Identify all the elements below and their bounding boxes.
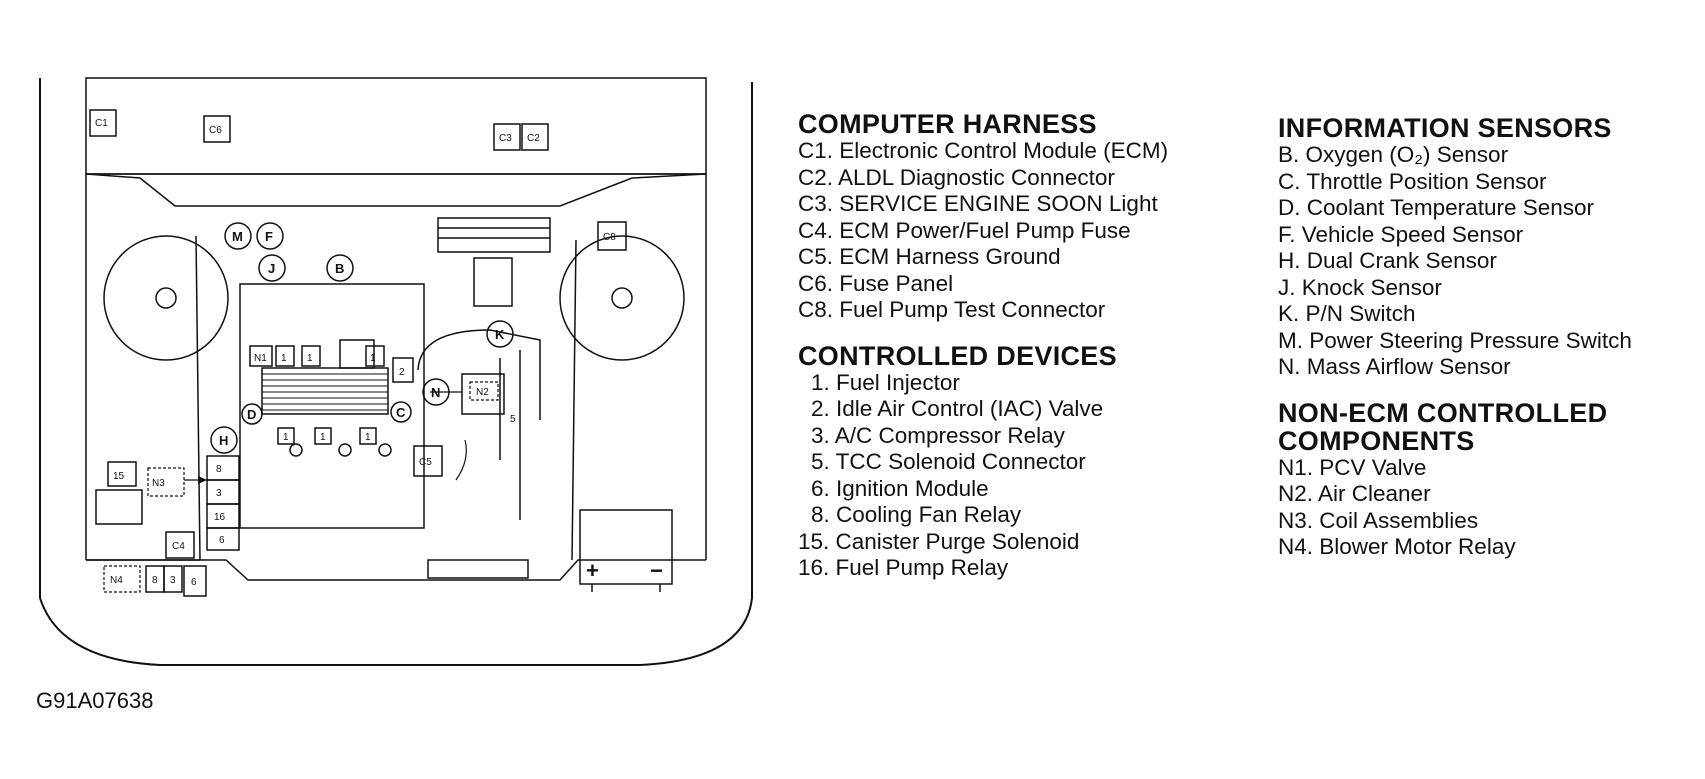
information-sensors-heading: INFORMATION SENSORS	[1278, 113, 1612, 143]
vehicle-body-outline	[39, 78, 753, 666]
battery	[579, 509, 673, 585]
intake-manifold	[261, 367, 389, 415]
non-ecm-heading-line2: COMPONENTS	[1278, 425, 1475, 456]
list-item: N1. PCV Valve	[1278, 454, 1427, 480]
front-support	[86, 559, 706, 581]
label-c8: C8	[603, 232, 616, 243]
list-item: 6. Ignition Module	[811, 475, 989, 501]
list-item: B. Oxygen (O₂) Sensor	[1278, 142, 1509, 167]
list-item: C6. Fuse Panel	[798, 270, 954, 296]
label-r3b: 3	[170, 575, 176, 586]
label-c2: C2	[527, 133, 540, 144]
label-1c: 1	[370, 353, 376, 364]
intake-grid	[262, 373, 388, 411]
list-item: N. Mass Airflow Sensor	[1278, 354, 1511, 379]
label-c5: C5	[419, 457, 432, 468]
label-m: M	[232, 229, 243, 244]
label-r3: 3	[216, 488, 222, 499]
label-n2: N2	[476, 387, 489, 398]
battery-plus: +	[586, 558, 599, 583]
label-r8b: 8	[152, 575, 158, 586]
label-c6: C6	[209, 125, 222, 136]
right-wheel	[559, 235, 685, 361]
left-wheel	[103, 235, 229, 361]
list-item: D. Coolant Temperature Sensor	[1278, 195, 1594, 220]
label-1a: 1	[281, 353, 287, 364]
legend-right-column: INFORMATION SENSORS B. Oxygen (O₂) Senso…	[1278, 114, 1632, 579]
list-item: N2. Air Cleaner	[1278, 481, 1431, 506]
legend-left-column: COMPUTER HARNESS C1. Electronic Control …	[798, 110, 1168, 600]
list-item: K. P/N Switch	[1278, 301, 1416, 326]
figure-id: G91A07638	[36, 688, 154, 713]
label-r6: 6	[219, 535, 225, 546]
list-item: C8. Fuel Pump Test Connector	[798, 297, 1106, 322]
list-item: F. Vehicle Speed Sensor	[1278, 221, 1524, 247]
list-item: C2. ALDL Diagnostic Connector	[798, 164, 1115, 190]
list-item: C1. Electronic Control Module (ECM)	[798, 138, 1169, 163]
label-c1: C1	[95, 118, 108, 129]
engine-block	[239, 283, 425, 529]
label-c4: C4	[172, 541, 185, 552]
label-1d: 1	[283, 432, 289, 443]
label-h: H	[219, 433, 228, 448]
list-item: J. Knock Sensor	[1278, 274, 1442, 300]
list-item: C4. ECM Power/Fuel Pump Fuse	[798, 217, 1131, 243]
information-sensors-section: INFORMATION SENSORS B. Oxygen (O₂) Senso…	[1278, 114, 1632, 381]
list-item: 2. Idle Air Control (IAC) Valve	[811, 396, 1104, 421]
engine-compartment-diagram: C1 C6 C3 C2 C8 C5 C4 M F J B K N D C H N…	[39, 77, 753, 666]
computer-harness-section: COMPUTER HARNESS C1. Electronic Control …	[798, 110, 1168, 324]
list-item: N3. Coil Assemblies	[1278, 507, 1479, 533]
list-item: 8. Cooling Fan Relay	[811, 502, 1022, 527]
label-r16: 16	[214, 512, 226, 523]
label-n3: N3	[152, 478, 165, 489]
label-1f: 1	[365, 432, 371, 443]
label-n: N	[431, 385, 440, 400]
label-r6b: 6	[191, 577, 197, 588]
list-item: 15. Canister Purge Solenoid	[798, 528, 1080, 554]
battery-minus: −	[650, 558, 663, 583]
cowl-panel	[85, 77, 707, 175]
label-f: F	[265, 229, 273, 244]
label-5: 5	[510, 414, 516, 425]
label-2: 2	[399, 367, 405, 378]
air-duct	[437, 217, 551, 253]
label-b: B	[335, 261, 344, 276]
non-ecm-section: NON-ECM CONTROLLED COMPONENTS N1. PCV Va…	[1278, 399, 1632, 561]
label-n4: N4	[110, 575, 123, 586]
engine-bay-outline	[85, 173, 707, 207]
computer-harness-list: C1. Electronic Control Module (ECM) C2. …	[798, 138, 1168, 324]
label-c: C	[396, 405, 406, 420]
label-d: D	[247, 407, 256, 422]
non-ecm-heading-line1: NON-ECM CONTROLLED	[1278, 397, 1608, 428]
label-15: 15	[113, 471, 125, 482]
controlled-devices-heading: CONTROLLED DEVICES	[798, 340, 1117, 371]
controlled-devices-section: CONTROLLED DEVICES 1. Fuel Injector 2. I…	[798, 342, 1168, 582]
list-item: 16. Fuel Pump Relay	[798, 555, 1009, 580]
label-c3: C3	[499, 133, 512, 144]
label-r8: 8	[216, 464, 222, 475]
computer-harness-heading: COMPUTER HARNESS	[798, 109, 1097, 139]
label-n1: N1	[254, 353, 267, 364]
list-item: C. Throttle Position Sensor	[1278, 168, 1547, 194]
label-1b: 1	[307, 353, 313, 364]
label-k: K	[495, 327, 505, 342]
information-sensors-list: B. Oxygen (O₂) Sensor C. Throttle Positi…	[1278, 142, 1632, 381]
label-j: J	[268, 261, 275, 276]
list-item: N4. Blower Motor Relay	[1278, 534, 1516, 559]
label-1e: 1	[320, 432, 326, 443]
list-item: H. Dual Crank Sensor	[1278, 248, 1497, 273]
list-item: C5. ECM Harness Ground	[798, 244, 1061, 269]
controlled-devices-list: 1. Fuel Injector 2. Idle Air Control (IA…	[798, 370, 1168, 582]
list-item: 1. Fuel Injector	[811, 369, 960, 395]
list-item: C3. SERVICE ENGINE SOON Light	[798, 191, 1158, 216]
list-item: M. Power Steering Pressure Switch	[1278, 327, 1632, 353]
list-item: 3. A/C Compressor Relay	[811, 422, 1065, 448]
list-item: 5. TCC Solenoid Connector	[811, 449, 1086, 474]
non-ecm-list: N1. PCV Valve N2. Air Cleaner N3. Coil A…	[1278, 455, 1632, 561]
